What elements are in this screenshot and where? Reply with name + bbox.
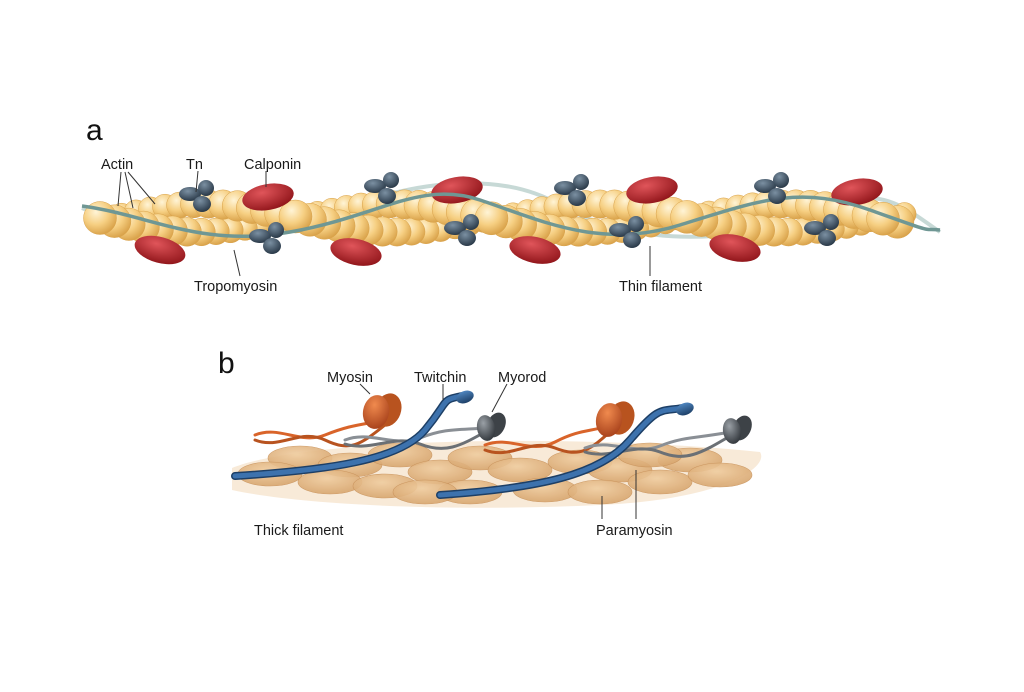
troponin-complexes [179, 172, 839, 254]
paramyosin-molecule [687, 462, 753, 488]
label-paramyosin: Paramyosin [596, 523, 673, 539]
panel-a: a Actin Tn Calponin Tropomyosin Thin fil… [81, 114, 942, 295]
troponin-subunit [463, 214, 479, 230]
label-tn: Tn [186, 157, 203, 173]
troponin-subunit [628, 216, 644, 232]
troponin-subunit [179, 187, 201, 201]
twitchin-molecules [231, 390, 694, 499]
myorod-heads [476, 412, 752, 444]
troponin-subunit [364, 179, 386, 193]
calponin-molecule [330, 238, 382, 266]
panel-a-letter: a [86, 114, 103, 147]
myosin-heads [362, 393, 635, 437]
troponin-subunit [249, 229, 271, 243]
calponin-molecule [509, 236, 561, 264]
troponin-subunit [268, 222, 284, 238]
troponin-subunit [263, 238, 281, 254]
paramyosin-molecule [627, 469, 693, 495]
label-myorod: Myorod [498, 370, 546, 386]
troponin-subunit [818, 230, 836, 246]
troponin-subunit [823, 214, 839, 230]
troponin-subunit [198, 180, 214, 196]
paramyosin-core [232, 440, 762, 508]
label-tropomyosin: Tropomyosin [194, 279, 277, 295]
calponin-molecule [134, 235, 186, 265]
panel-a-leader-lines [117, 170, 651, 277]
troponin-subunit [623, 232, 641, 248]
troponin-subunit [378, 188, 396, 204]
label-thick-filament: Thick filament [254, 523, 343, 539]
actin-monomer [278, 199, 313, 234]
troponin-subunit [554, 181, 576, 195]
label-thin-filament: Thin filament [619, 279, 702, 295]
actin-monomer [670, 200, 704, 234]
troponin-subunit [193, 196, 211, 212]
calponin-molecule [709, 234, 761, 262]
paramyosin-molecule [487, 457, 553, 483]
tropomyosin-strand [81, 192, 941, 239]
label-actin: Actin [101, 157, 133, 173]
paramyosin-molecule [367, 442, 433, 468]
panel-b: b [218, 347, 762, 539]
label-calponin: Calponin [244, 157, 301, 173]
panel-b-letter: b [218, 347, 235, 380]
label-myosin: Myosin [327, 370, 373, 386]
troponin-subunit [383, 172, 399, 188]
troponin-subunit [754, 179, 776, 193]
troponin-subunit [444, 221, 466, 235]
troponin-subunit [768, 188, 786, 204]
label-twitchin: Twitchin [414, 370, 466, 386]
troponin-subunit [573, 174, 589, 190]
calponin-molecules [134, 176, 883, 266]
troponin-subunit [568, 190, 586, 206]
paramyosin-molecule [567, 479, 633, 505]
panel-b-leader-lines [359, 383, 637, 519]
troponin-subunit [804, 221, 826, 235]
calponin-molecule [242, 183, 294, 211]
troponin-subunit [773, 172, 789, 188]
troponin-subunit [609, 223, 631, 237]
calponin-molecule [626, 176, 678, 204]
troponin-subunit [458, 230, 476, 246]
calponin-molecule [831, 178, 883, 206]
